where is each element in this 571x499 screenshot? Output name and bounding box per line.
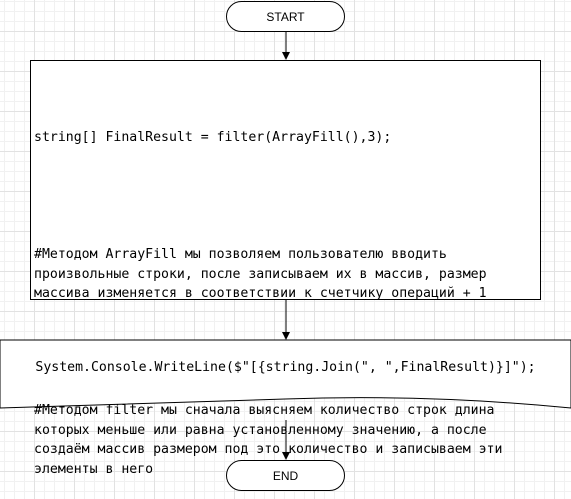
output-label: System.Console.WriteLine($"[{string.Join… xyxy=(35,360,536,375)
process-comment-arrayfill: #Методом ArrayFill мы позволяем пользова… xyxy=(34,247,495,301)
start-terminator[interactable]: START xyxy=(226,1,345,32)
process-comment-filter: #Методом filter мы сначала выясняем коли… xyxy=(34,403,511,477)
start-label: START xyxy=(266,9,305,24)
end-terminator[interactable]: END xyxy=(226,460,345,491)
process-code-line: string[] FinalResult = filter(ArrayFill(… xyxy=(34,130,392,145)
end-label: END xyxy=(272,468,299,483)
process-block[interactable]: string[] FinalResult = filter(ArrayFill(… xyxy=(30,60,541,477)
spacer xyxy=(34,187,538,207)
output-document-shape xyxy=(0,339,571,409)
